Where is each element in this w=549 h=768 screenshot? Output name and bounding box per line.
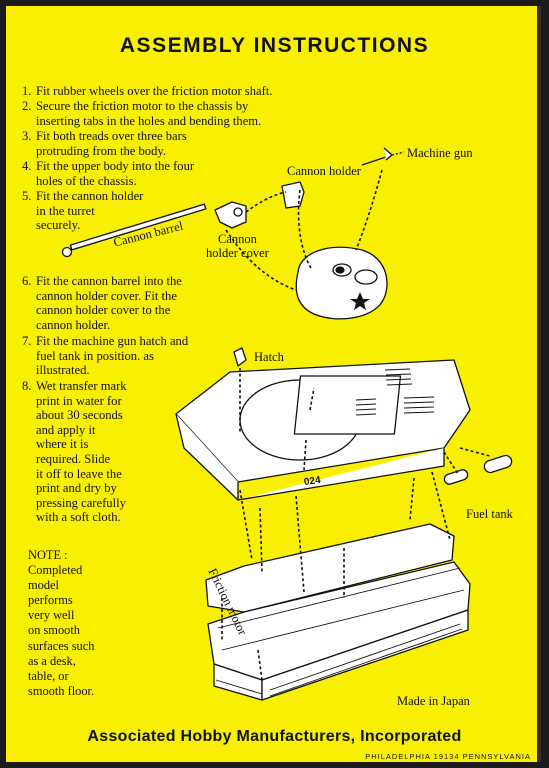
label-cannon-holder-cover: Cannon <box>218 232 257 246</box>
label-cannon-holder: Cannon holder <box>287 164 361 178</box>
turret-part <box>295 246 388 320</box>
step-line: fuel tank in position. as <box>36 348 154 363</box>
step-number: 5. <box>22 189 32 203</box>
page-title: ASSEMBLY INSTRUCTIONS <box>119 34 430 57</box>
step-line: print in water for <box>36 393 122 408</box>
step-line: Fit the upper body into the four <box>36 159 195 173</box>
step-5: 5. Fit the cannon holder in the turret se… <box>22 189 143 233</box>
machine-gun-part <box>361 147 405 166</box>
step-4: 4. Fit the upper body into the four holes… <box>22 159 194 188</box>
step-8: 8. Wet transfer mark print in water for a… <box>22 379 127 525</box>
note-line: very well <box>28 608 75 623</box>
step-line: Fit the cannon barrel into the <box>36 274 182 288</box>
step-2: 2. Secure the friction motor to the chass… <box>22 99 261 128</box>
step-line: Fit rubber wheels over the friction moto… <box>36 84 273 98</box>
step-line: protruding from the body. <box>36 143 166 158</box>
manufacturer-address: PHILADELPHIA 19134 PENNSYLVANIA <box>365 752 531 761</box>
fuel-tank-part <box>443 454 513 485</box>
step-line: it off to leave the <box>36 466 122 481</box>
upper-body-part <box>175 359 471 501</box>
step-3: 3. Fit both treads over three bars protru… <box>22 129 187 158</box>
step-6: 6. Fit the cannon barrel into the cannon … <box>22 274 182 332</box>
step-line: about 30 seconds <box>36 408 123 423</box>
label-cannon-holder-cover-2: holder cover <box>206 246 269 260</box>
step-number: 1. <box>22 84 32 98</box>
label-machine-gun: Machine gun <box>407 146 473 160</box>
step-line: in the turret <box>36 203 95 218</box>
hull-number: 024 <box>303 474 322 489</box>
step-line: illustrated. <box>36 363 90 378</box>
cannon-holder-cover-part <box>214 201 247 229</box>
step-line: Wet transfer mark <box>36 379 127 393</box>
step-line: with a soft cloth. <box>36 510 121 525</box>
step-line: holes of the chassis. <box>36 173 137 188</box>
made-in-label: Made in Japan <box>397 694 470 708</box>
step-number: 2. <box>22 99 32 113</box>
note-line: Completed <box>28 563 83 578</box>
label-fuel-tank: Fuel tank <box>466 507 513 521</box>
step-line: inserting tabs in the holes and bending … <box>36 113 262 128</box>
step-line: where it is <box>36 437 89 452</box>
cannon-holder-part <box>281 181 305 209</box>
step-line: and apply it <box>36 422 96 437</box>
step-line: pressing carefully <box>36 495 126 510</box>
note-line: on smooth <box>28 623 80 638</box>
note-line: smooth floor. <box>28 683 95 698</box>
step-line: Fit the cannon holder <box>36 189 144 203</box>
step-line: cannon holder cover to the <box>36 303 171 318</box>
note-block: NOTE : Completed model performs very wel… <box>28 548 94 699</box>
note-heading: NOTE : <box>28 548 68 562</box>
step-line: securely. <box>36 218 81 233</box>
step-line: cannon holder. <box>36 317 111 332</box>
step-line: print and dry by <box>36 481 117 496</box>
note-line: as a desk, <box>28 653 76 668</box>
label-hatch: Hatch <box>254 350 284 364</box>
step-number: 3. <box>22 129 32 143</box>
cannon-barrel-part <box>61 203 207 258</box>
chassis-part <box>205 523 471 701</box>
note-line: table, or <box>28 668 69 683</box>
step-line: Fit the machine gun hatch and <box>36 334 189 348</box>
step-number: 6. <box>22 274 32 288</box>
step-number: 7. <box>22 334 32 348</box>
step-line: cannon holder cover. Fit the <box>36 288 177 303</box>
step-number: 4. <box>22 159 32 173</box>
assembly-leader-lines <box>221 169 491 681</box>
step-line: required. Slide <box>36 451 111 466</box>
note-line: surfaces such <box>28 638 95 653</box>
step-line: Fit both treads over three bars <box>36 129 187 143</box>
step-7: 7. Fit the machine gun hatch and fuel tan… <box>22 334 188 378</box>
manufacturer-name: Associated Hobby Manufacturers, Incorpor… <box>87 728 462 745</box>
note-line: model <box>28 578 59 593</box>
step-line: Secure the friction motor to the chassis… <box>36 99 249 113</box>
note-line: performs <box>28 593 73 608</box>
hatch-part <box>233 347 247 367</box>
step-number: 8. <box>22 379 32 393</box>
step-1: 1. Fit rubber wheels over the friction mo… <box>22 84 272 99</box>
